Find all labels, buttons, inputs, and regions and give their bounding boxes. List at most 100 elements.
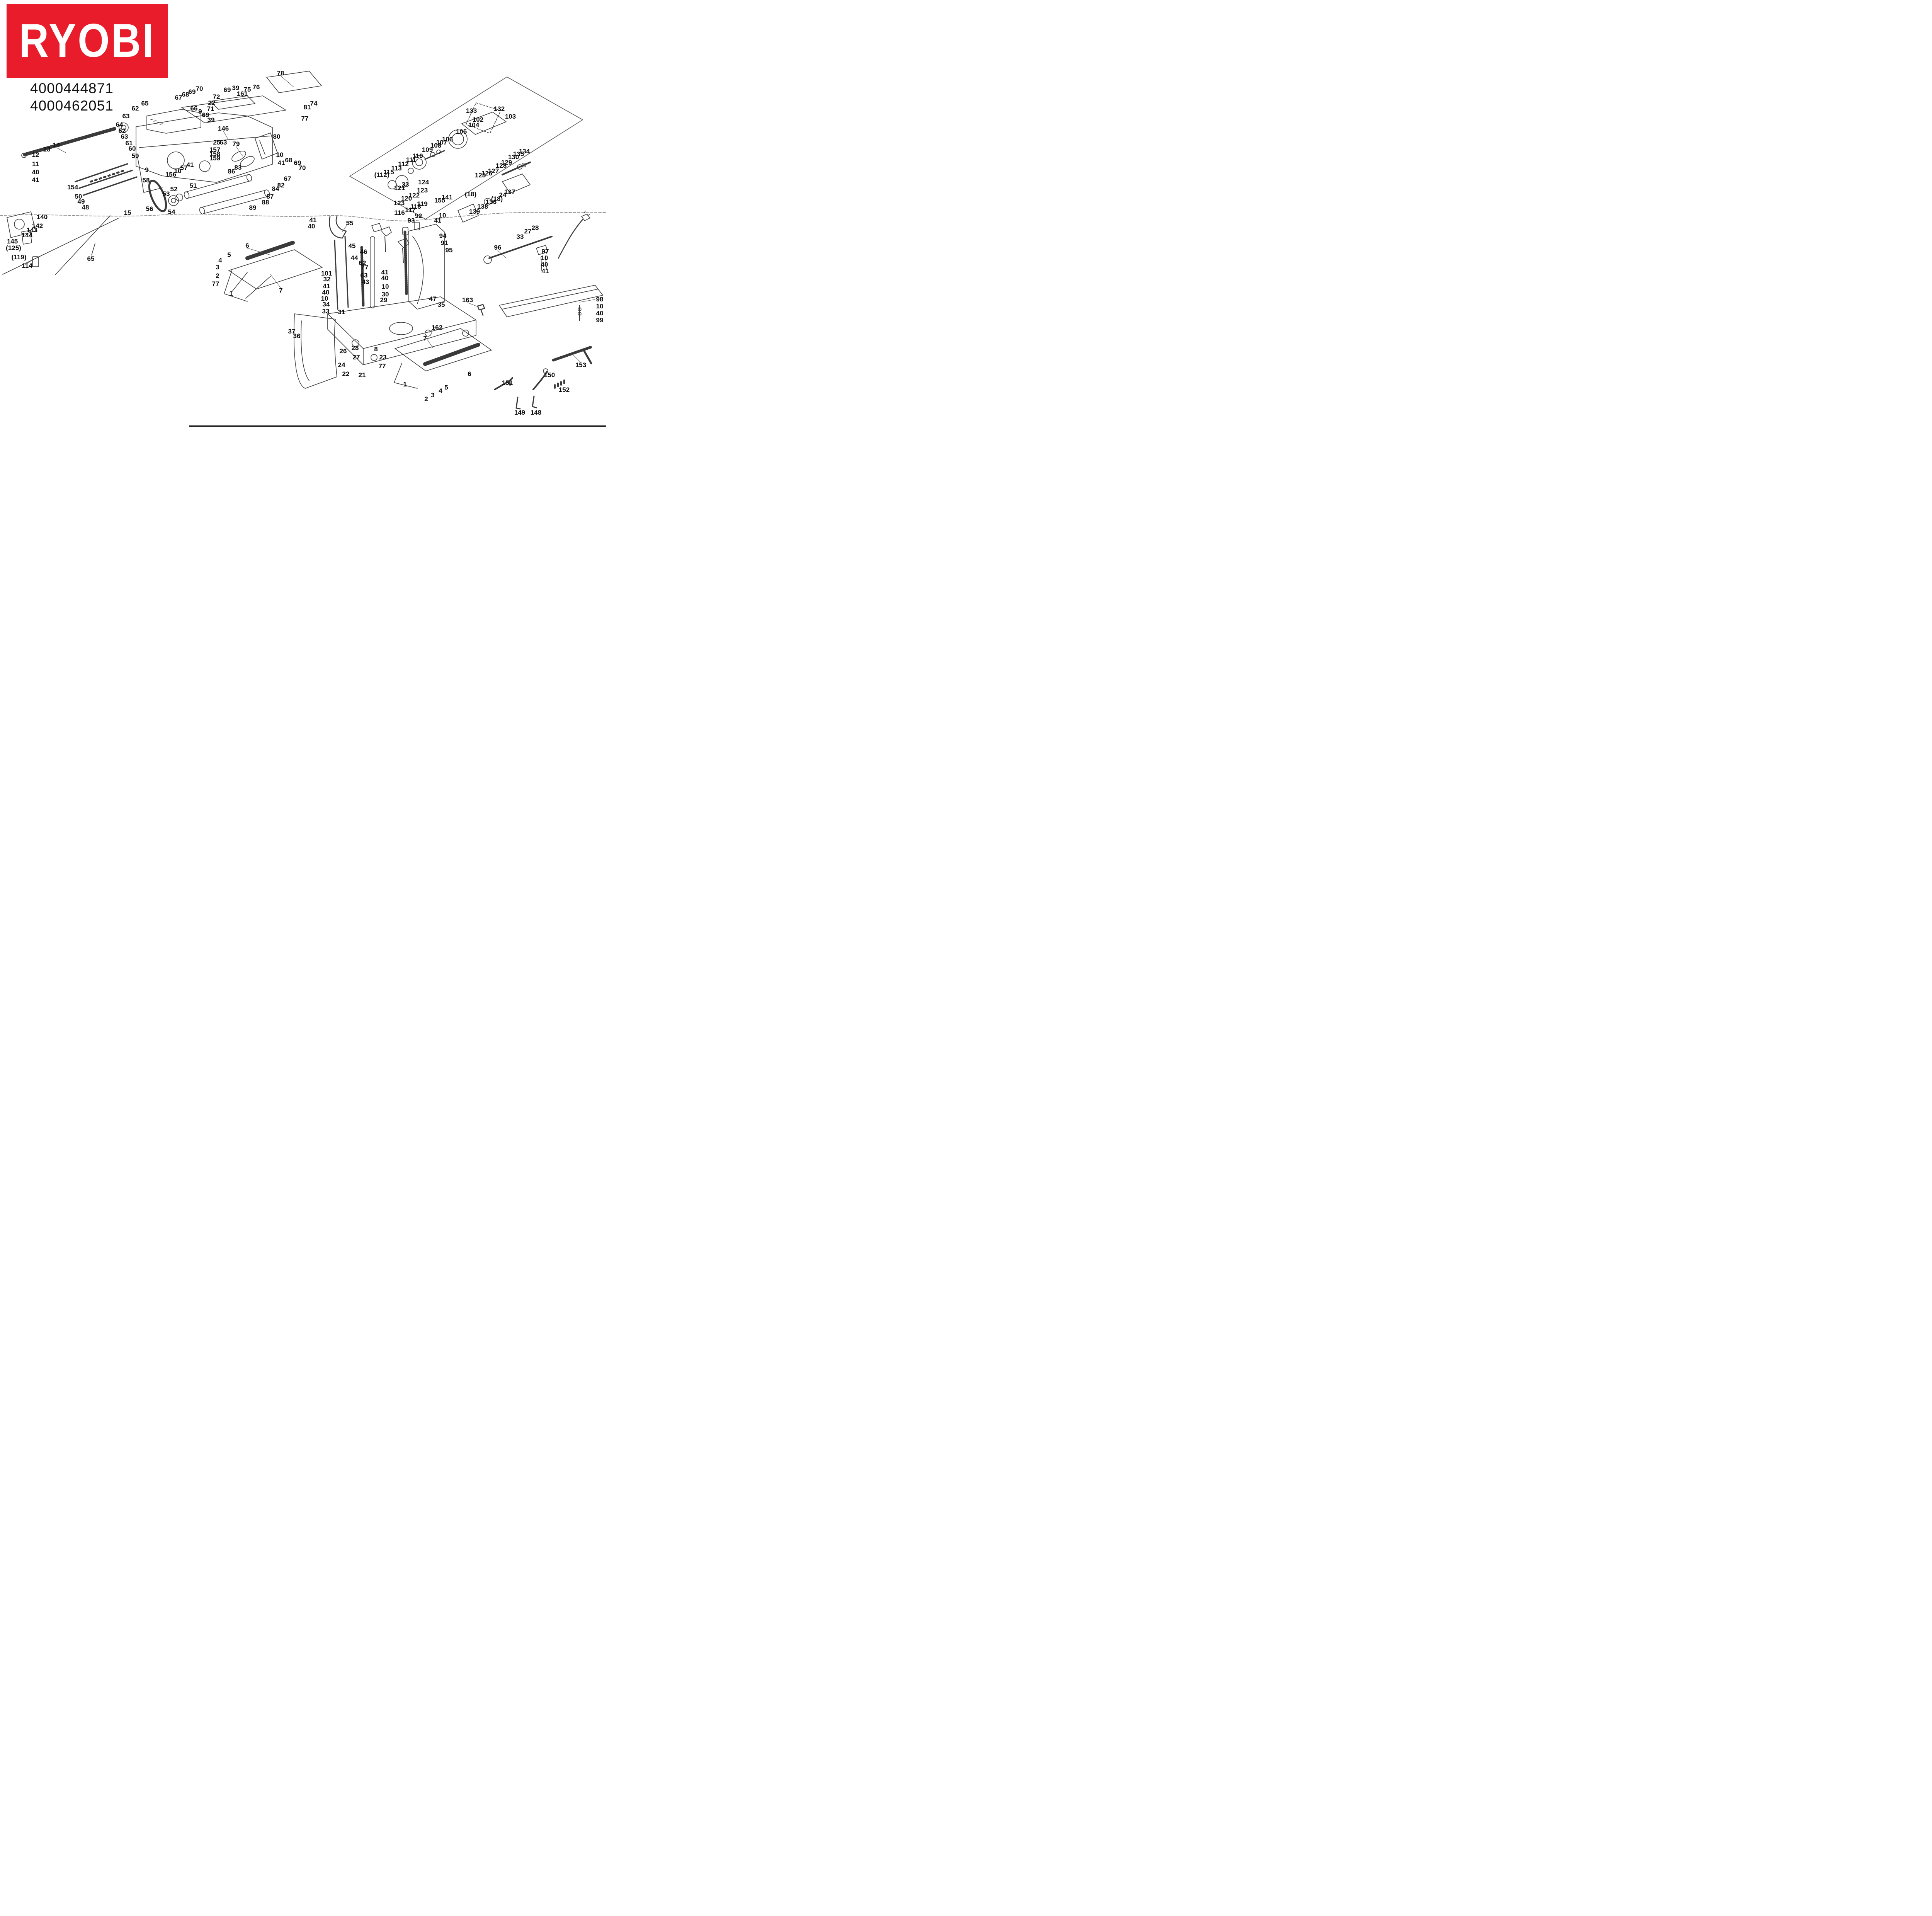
part-callout-102: 102 [472, 116, 484, 123]
part-callout-46: 46 [360, 248, 367, 255]
part-callout-71: 71 [207, 105, 214, 112]
allen-key-2 [532, 395, 537, 408]
article-number-1: 4000444871 [30, 80, 114, 96]
part-callout-106: 106 [442, 136, 453, 143]
part-callout-67: 67 [284, 175, 291, 182]
part-callout-86: 86 [228, 168, 235, 175]
screw-set [554, 379, 565, 389]
crank-rod [488, 236, 553, 259]
part-callout-98: 98 [596, 296, 604, 303]
part-callout-112: (112) [374, 171, 389, 179]
elevation-gear [352, 339, 359, 347]
strap-bracket [329, 216, 347, 239]
part-callout-62: 62 [359, 259, 366, 267]
article-number-2: 4000462051 [30, 98, 114, 114]
part-callout-121: 121 [394, 184, 405, 192]
part-callout-10: 10 [381, 283, 389, 290]
part-callout-18: (18) [464, 191, 477, 198]
rear-cover [266, 71, 322, 93]
part-callout-112: 112 [398, 160, 409, 168]
belt-guard-comb [552, 345, 593, 362]
infeed-table [228, 249, 323, 299]
part-callout-125: (125) [6, 244, 21, 252]
part-callout-10: 10 [596, 303, 604, 310]
part-callout-123: 123 [417, 187, 428, 194]
part-callout-32: 32 [323, 276, 331, 283]
drive-chain-2 [240, 156, 255, 167]
part-callout-40: 40 [381, 274, 389, 282]
side-cover [294, 313, 337, 389]
part-callout-107: 107 [436, 139, 447, 146]
part-callout-50: 50 [75, 193, 82, 200]
part-callout-77: 77 [212, 280, 219, 288]
part-callout-75: 75 [243, 86, 251, 93]
part-callout-28: 28 [351, 344, 359, 352]
torn-page-seam [0, 212, 606, 221]
outfeed-table [395, 328, 492, 371]
top-cover [181, 95, 286, 123]
part-callout-78: 78 [277, 70, 284, 77]
ryobi-logo-text: RYOBI [19, 14, 155, 67]
part-callout-79: 79 [232, 140, 240, 148]
part-callout-104: 104 [468, 121, 480, 129]
part-callout-141: 141 [441, 194, 453, 201]
part-callout-59: 59 [131, 152, 139, 160]
part-callout-15: 15 [124, 209, 131, 216]
part-callout-41: 41 [309, 216, 317, 224]
part-callout-9: 9 [145, 166, 149, 174]
part-callout-118: 118 [410, 203, 421, 210]
feed-roller-1 [185, 174, 251, 199]
part-callout-41: 41 [381, 269, 389, 276]
part-callout-157: 157 [209, 146, 221, 153]
part-callout-33: 33 [516, 233, 524, 240]
chip-guard [255, 133, 278, 160]
parts-diagram-page: RYOBI 4000444871 4000462051 [0, 0, 606, 428]
part-callout-120: 120 [401, 195, 412, 202]
part-callout-103: 103 [505, 113, 516, 120]
part-callout-133: 133 [466, 107, 477, 114]
part-callout-114: 114 [22, 262, 32, 269]
part-callout-34: 34 [322, 301, 330, 308]
outfeed-roller [423, 343, 480, 366]
part-callout-10: 10 [276, 151, 284, 158]
part-callout-127: 127 [488, 167, 499, 175]
power-switch [32, 256, 39, 267]
part-callout-162: 162 [431, 324, 443, 331]
part-callout-49: 49 [77, 198, 85, 205]
part-callout-21: 21 [358, 371, 366, 379]
part-callout-1: 1 [229, 290, 233, 297]
part-callout-18: (18) [491, 195, 503, 202]
part-callout-156: 156 [165, 171, 177, 178]
part-callout-130: 130 [508, 153, 519, 161]
part-callout-161: 161 [236, 90, 248, 97]
part-callout-135: 135 [513, 150, 524, 158]
part-callout-62: 62 [131, 105, 139, 112]
stator-ring [448, 129, 468, 149]
part-callout-40: 40 [32, 168, 39, 176]
bevel-gear [483, 255, 492, 264]
part-callout-70: 70 [298, 164, 306, 172]
exploded-view-drawing [0, 71, 606, 410]
dust-tray [499, 285, 603, 317]
part-callout-67: 67 [175, 94, 182, 101]
part-callout-40: 40 [541, 261, 548, 268]
part-callout-109: 109 [422, 146, 433, 153]
part-callout-54: 54 [168, 208, 175, 216]
part-callout-39: 39 [232, 84, 240, 92]
part-callout-24: 24 [499, 191, 507, 199]
part-callout-96: 96 [494, 244, 502, 251]
lock-nut [425, 330, 432, 337]
part-callout-77: 77 [378, 362, 386, 370]
part-callout-152: 152 [558, 386, 570, 393]
part-callout-55: 55 [346, 220, 354, 227]
drive-chain [231, 150, 246, 162]
part-callout-52: 52 [170, 185, 178, 193]
part-callout-35: 35 [437, 301, 445, 308]
part-callout-10: 10 [439, 212, 446, 219]
part-callout-36: 36 [293, 332, 301, 340]
part-callout-41: 41 [323, 282, 330, 290]
part-callout-88: 88 [262, 199, 269, 206]
part-callout-108: 108 [430, 142, 442, 149]
part-callout-116: 116 [394, 209, 405, 216]
motor-pulley [119, 123, 129, 133]
